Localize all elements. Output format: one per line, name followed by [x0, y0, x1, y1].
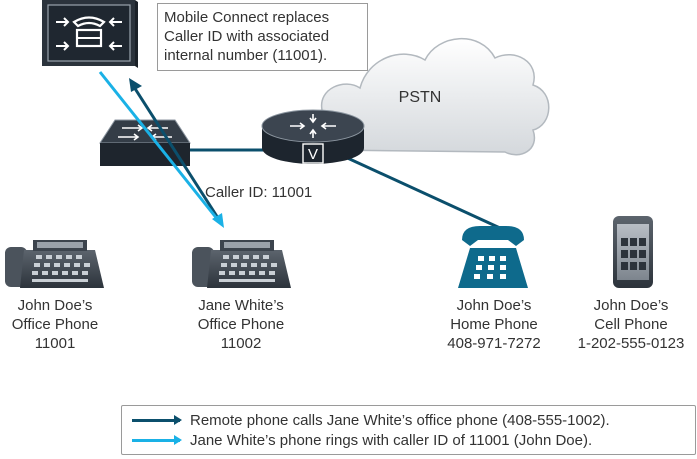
mobile-connect-callout: Mobile Connect replaces Caller ID with a…	[157, 3, 368, 71]
cell-phone-icon	[613, 216, 653, 288]
callout-line: Caller ID with associated	[164, 28, 330, 45]
legend-item: Remote phone calls Jane White’s office p…	[132, 410, 610, 430]
home-phone-icon	[458, 226, 528, 288]
router-badge: V	[308, 146, 318, 163]
call-flow-arrows	[98, 71, 224, 228]
legend-text: Jane White’s phone rings with caller ID …	[190, 431, 593, 449]
cloud-icon	[303, 37, 550, 156]
network-links	[185, 148, 501, 230]
light-arrow-icon	[132, 434, 182, 445]
ip-phone-icon	[5, 240, 104, 288]
callout-line: Mobile Connect replaces	[164, 9, 330, 26]
legend-text: Remote phone calls Jane White’s office p…	[190, 411, 610, 429]
cloud-label: PSTN	[398, 89, 442, 106]
voice-router-icon: V	[261, 109, 365, 164]
ip-phone-icon	[192, 240, 291, 288]
call-manager-icon	[42, 0, 138, 68]
callout-line: internal number (11001).	[164, 47, 328, 64]
legend-item: Jane White’s phone rings with caller ID …	[132, 430, 592, 450]
caller-id-label: Caller ID: 11001	[205, 184, 313, 201]
dark-arrow-icon	[132, 414, 182, 425]
legend: Remote phone calls Jane White’s office p…	[121, 405, 696, 455]
